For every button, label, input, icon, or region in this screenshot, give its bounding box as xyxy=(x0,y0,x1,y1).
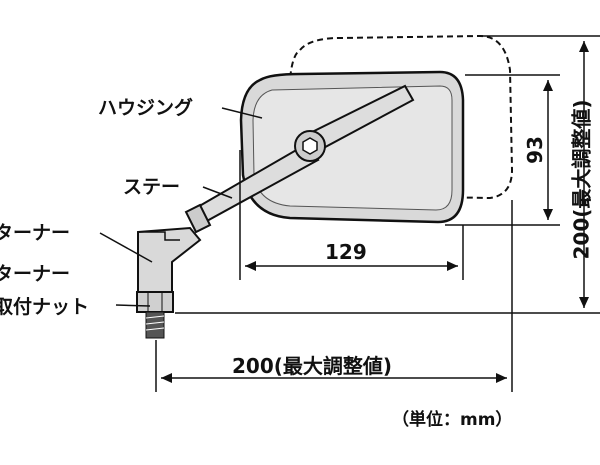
label-turner-1: ターナー xyxy=(0,222,71,244)
adjusted-housing-outline xyxy=(288,34,514,200)
dim-height-max: 200(最大調整値) xyxy=(569,99,594,260)
unit-note: （単位：mm） xyxy=(392,410,513,430)
label-housing: ハウジング xyxy=(98,97,194,119)
label-turner-2: ターナー xyxy=(0,263,71,285)
thread xyxy=(145,311,165,339)
dim-width-mirror: 129 xyxy=(325,240,367,264)
dim-height-mirror: 93 xyxy=(523,136,547,164)
mount-nut xyxy=(136,291,174,313)
dim-width-max: 200(最大調整値) xyxy=(232,354,393,378)
label-mount-nut: 取付ナット xyxy=(0,296,90,318)
label-stay: ステー xyxy=(123,176,181,198)
